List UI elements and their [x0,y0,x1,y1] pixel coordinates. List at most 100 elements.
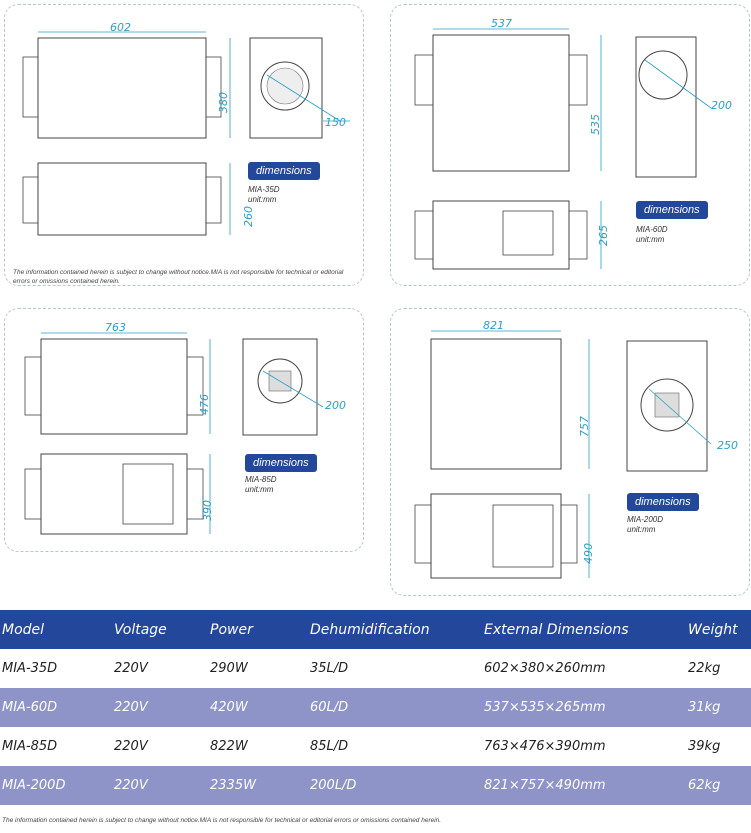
cell-dimensions: 763×476×390mm [484,739,606,754]
table-row: MIA-200D 220V 2335W 200L/D 821×757×490mm… [0,766,751,805]
side-left-duct [414,504,432,564]
panel-note: The information contained herein is subj… [13,269,344,285]
top-view-body [432,34,570,172]
top-view-body [40,338,188,435]
cell-weight: 22kg [688,661,721,676]
fan-label: 250 [717,439,738,452]
depth-label: 260 [242,206,255,227]
cell-dehumidification: 85L/D [310,739,349,754]
cell-model: MIA-200D [0,766,114,805]
cell-voltage: 220V [114,688,210,727]
table-row: MIA-85D 220V 822W 85L/D 763×476×390mm 39… [0,727,751,766]
spec-table: Model Voltage Power Dehumidification Ext… [0,610,751,805]
drawing-mia-60d: 537 535 200 265 [414,17,732,270]
left-duct [414,54,434,106]
top-view-body [430,338,562,470]
model-caption: MIA-35D unit:mm [248,185,280,205]
cell-power: 822W [210,739,248,754]
width-label: 602 [110,21,131,34]
cell-voltage: 220V [114,661,148,676]
front-view-body [626,340,708,472]
model-label: MIA-60D [636,225,668,234]
height-label: 380 [217,92,230,113]
model-label: MIA-85D [245,475,277,484]
cell-weight: 62kg [688,766,751,805]
unit-label: unit:mm [636,235,665,244]
side-right-duct [186,468,204,520]
panel-mia-60d: 537 535 200 265 dimensions MIA-60D unit:… [390,4,750,286]
side-right-duct [205,176,222,224]
left-duct [22,56,39,118]
cell-power: 420W [210,688,310,727]
side-panel [502,210,554,256]
header-voltage: Voltage [114,610,210,649]
fan-label: 200 [711,99,732,112]
fan-leader [262,370,324,408]
depth-label: 390 [201,500,214,521]
side-left-duct [414,210,434,260]
fan-label: 150 [325,116,346,129]
cell-model: MIA-60D [0,688,114,727]
dimensions-badge: dimensions [248,162,320,180]
side-view-body [430,493,562,579]
panel-mia-85d: 763 476 200 390 dimensions MIA-85D unit:… [4,308,364,552]
dimensions-badge: dimensions [636,201,708,219]
side-right-duct [568,210,588,260]
right-duct [205,56,222,118]
side-panel [122,463,174,525]
side-view-body [37,162,207,236]
side-panel [492,504,554,568]
panel-mia-35d: 602 380 150 260 dimensions MIA-35D unit:… [4,4,364,286]
table-row: MIA-35D 220V 290W 35L/D 602×380×260mm 22… [0,649,751,688]
fan-leader [266,74,341,122]
cell-dimensions: 602×380×260mm [484,661,606,676]
header-external-dimensions: External Dimensions [484,610,688,649]
model-caption: MIA-85D unit:mm [245,475,277,495]
cell-dimensions: 537×535×265mm [484,688,688,727]
cell-power: 290W [210,661,248,676]
unit-label: unit:mm [627,525,656,534]
cell-power: 2335W [210,766,310,805]
unit-label: unit:mm [245,485,274,494]
model-label: MIA-200D [627,515,664,524]
cell-dimensions: 821×757×490mm [484,766,688,805]
height-label: 757 [578,416,591,437]
cell-model: MIA-35D [2,661,58,676]
model-caption: MIA-60D unit:mm [636,225,668,245]
fan-leader [648,388,712,445]
dimensions-badge: dimensions [245,454,317,472]
drawing-mia-35d: 602 380 150 260 [22,21,350,236]
cell-dehumidification: 200L/D [310,766,484,805]
fan-leader [644,59,712,109]
table-header-row: Model Voltage Power Dehumidification Ext… [0,610,751,649]
header-dehumidification: Dehumidification [310,610,484,649]
right-duct [568,54,588,106]
side-left-duct [22,176,39,224]
table-row: MIA-60D 220V 420W 60L/D 537×535×265mm 31… [0,688,751,727]
height-label: 535 [589,114,602,135]
dimensions-badge: dimensions [627,493,699,511]
cell-dehumidification: 60L/D [310,688,484,727]
fan-grille [638,50,688,100]
side-view-body [40,453,188,535]
cell-dehumidification: 35L/D [310,661,349,676]
height-label: 476 [198,394,211,415]
panel-mia-200d: 821 757 250 490 dimensions MIA-200D unit… [390,308,750,596]
top-view-body [37,37,207,139]
left-duct [24,356,42,416]
unit-label: unit:mm [248,195,277,204]
model-label: MIA-35D [248,185,280,194]
footer-note: The information contained herein is subj… [2,817,442,824]
model-caption: MIA-200D unit:mm [627,515,663,535]
cell-voltage: 220V [114,739,148,754]
right-duct [186,356,204,416]
cell-weight: 39kg [688,739,721,754]
width-label: 537 [491,17,512,30]
header-model: Model [0,610,114,649]
front-view-body [249,37,323,139]
drawing-mia-85d: 763 476 200 390 [24,321,346,535]
depth-label: 490 [582,543,595,564]
width-label: 763 [105,321,126,334]
side-left-duct [24,468,42,520]
width-label: 821 [483,319,504,332]
